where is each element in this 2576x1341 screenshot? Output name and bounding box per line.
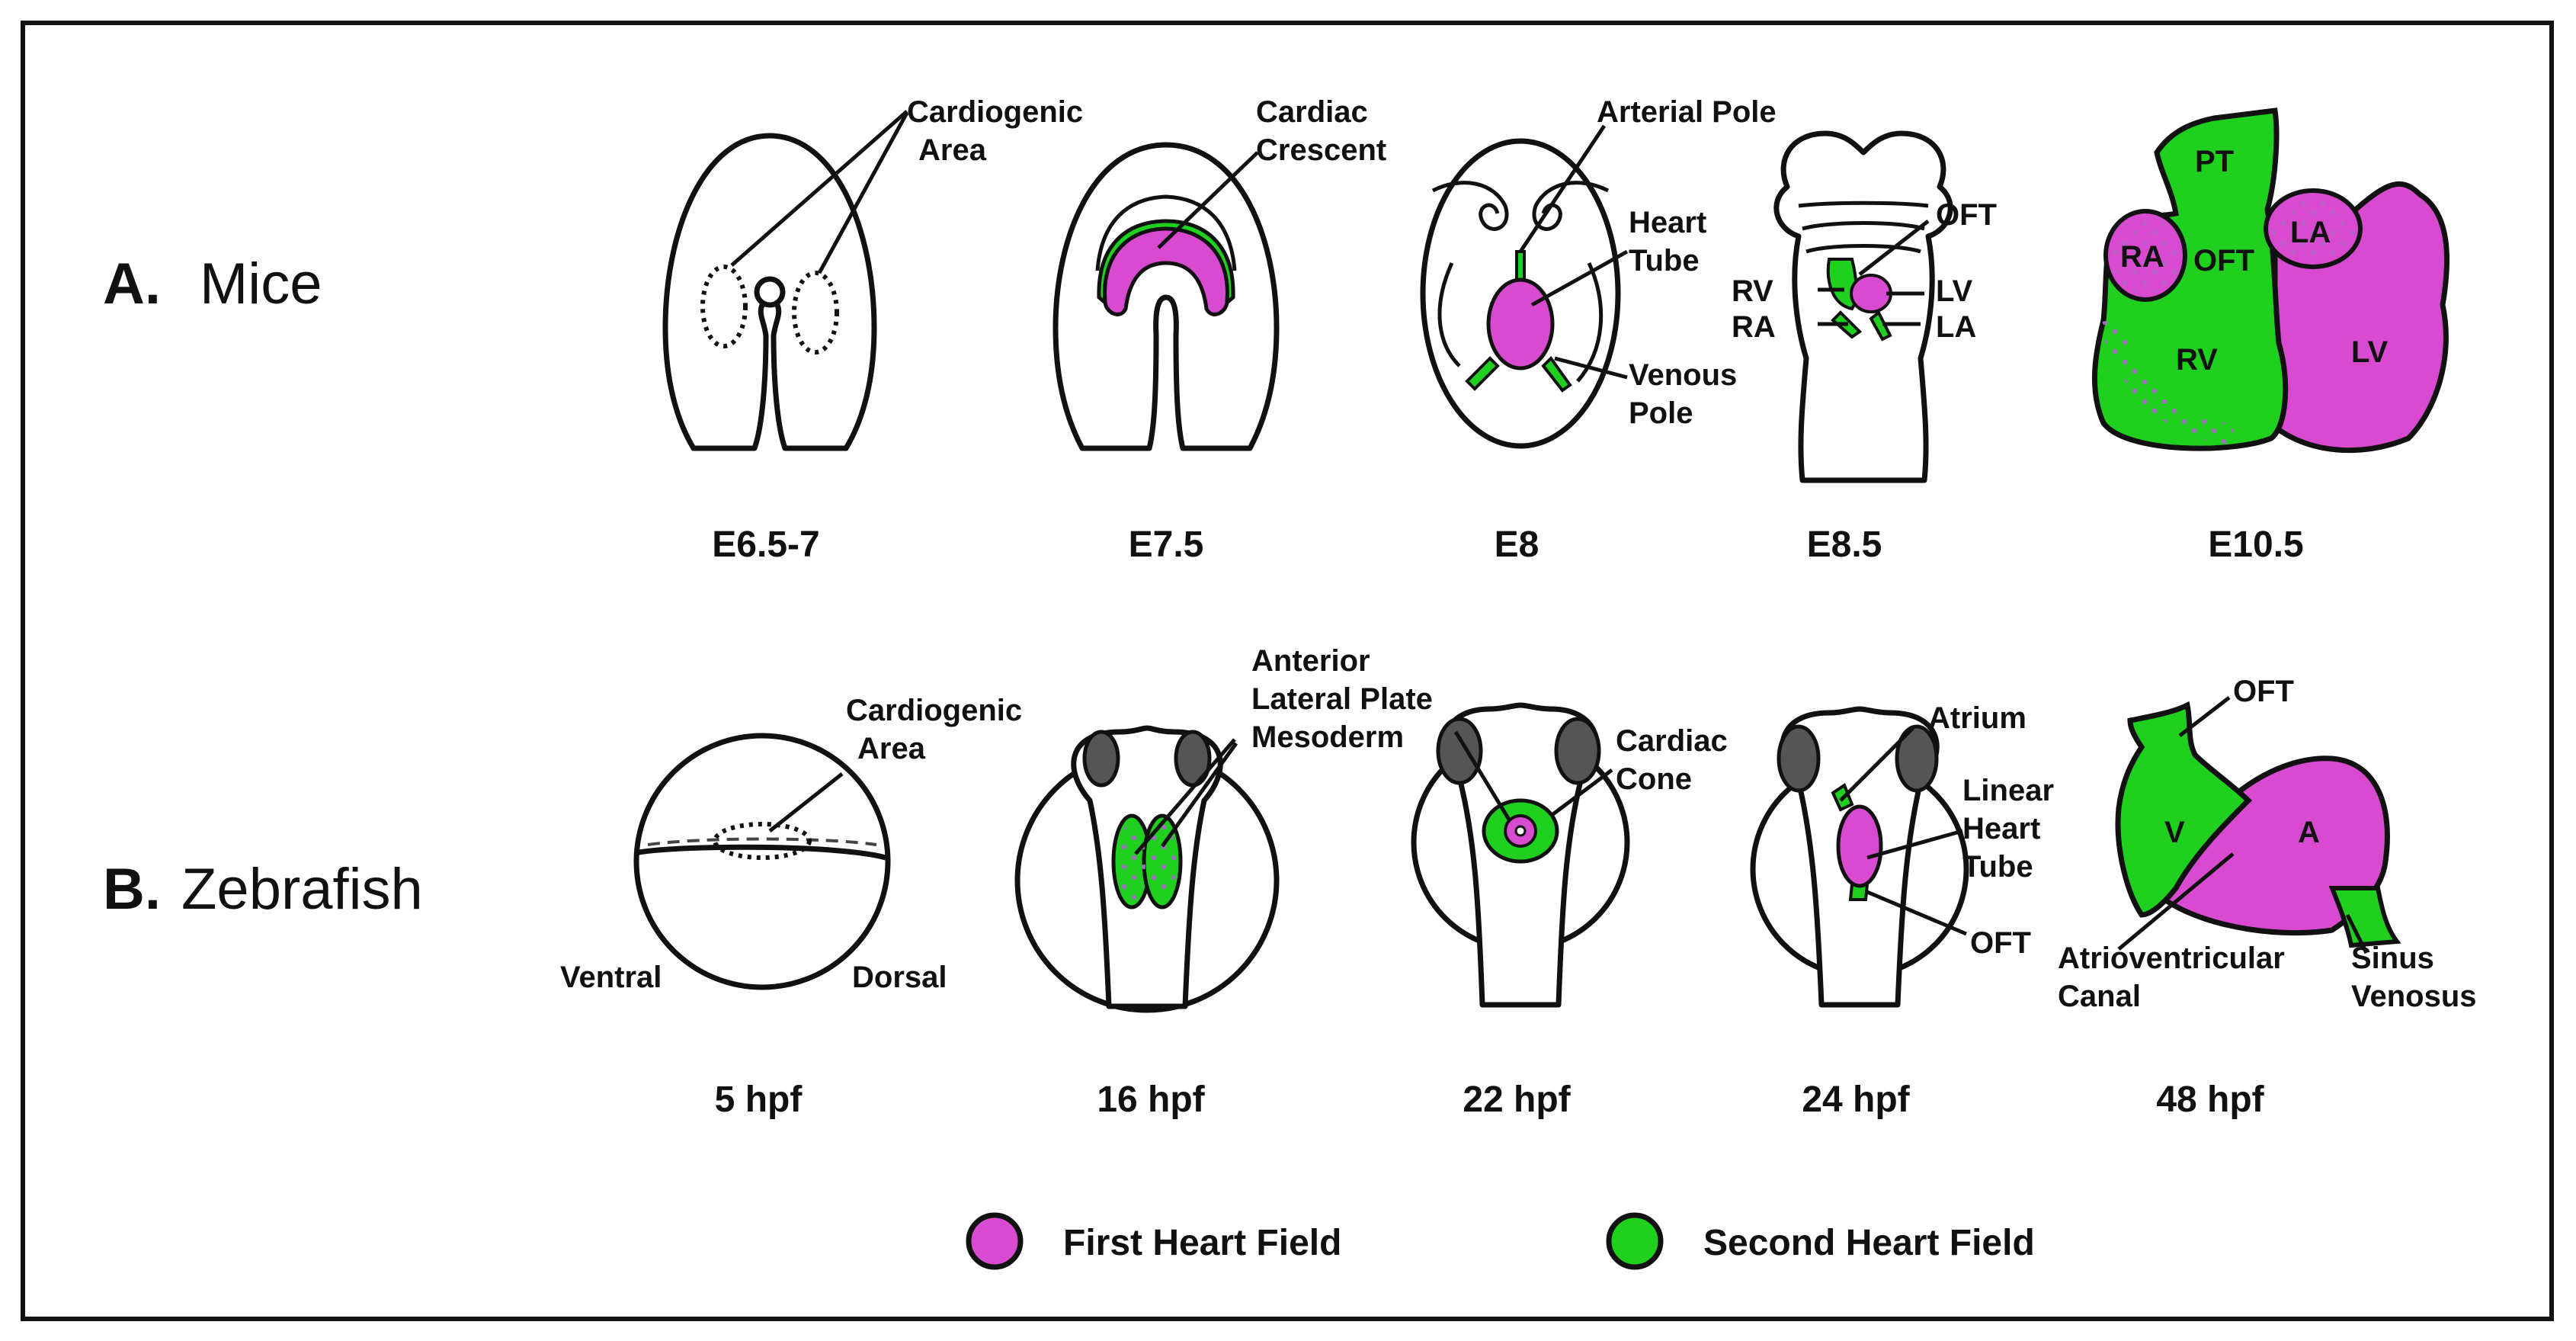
svg-text:Mesoderm: Mesoderm [1251, 720, 1404, 754]
svg-text:LA: LA [1936, 310, 1976, 344]
svg-text:Crescent: Crescent [1256, 133, 1386, 167]
legend-label-first-heart-field: First Heart Field [1063, 1223, 1341, 1263]
stage-label: 16 hpf [1097, 1080, 1205, 1120]
svg-text:Pole: Pole [1629, 396, 1693, 430]
label-linear-heart-tube: Linear [1962, 774, 2054, 807]
mouse-heart-e10.5: PT RA OFT LA RV LV [2091, 107, 2450, 454]
svg-text:Area: Area [857, 732, 926, 765]
zebrafish-stage-labels: 5 hpf 16 hpf 22 hpf 24 hpf 48 hpf [715, 1080, 2265, 1120]
label-atrium: Atrium [1928, 701, 2027, 735]
svg-text:RV: RV [1732, 274, 1773, 308]
legend: First Heart Field Second Heart Field [966, 1212, 2035, 1270]
label-oft: OFT [2233, 675, 2294, 708]
stage-label: E6.5-7 [712, 525, 819, 565]
legend-swatch-first-heart-field [966, 1212, 1024, 1270]
label-oft: OFT [1936, 198, 1997, 232]
stage-label: 22 hpf [1463, 1080, 1571, 1120]
stage-label: E7.5 [1129, 525, 1204, 565]
svg-text:A.: A. [103, 252, 161, 316]
svg-text:Heart: Heart [1962, 812, 2040, 845]
svg-text:RA: RA [2120, 240, 2164, 274]
svg-text:RV: RV [2176, 343, 2218, 377]
svg-text:V: V [2164, 816, 2185, 849]
svg-text:Tube: Tube [1629, 244, 1700, 278]
label-cardiac-cone: Cardiac [1616, 724, 1728, 758]
legend-label-second-heart-field: Second Heart Field [1703, 1223, 2035, 1263]
stage-label: 5 hpf [715, 1080, 803, 1120]
zebrafish-heart-48hpf: OFT V A Atrioventricular Canal Sinus Ven… [2058, 675, 2477, 1013]
legend-swatch-second-heart-field [1606, 1212, 1664, 1270]
label-heart-tube: Heart [1629, 206, 1706, 239]
svg-text:LA: LA [2290, 216, 2331, 249]
svg-text:A: A [2298, 816, 2320, 849]
svg-text:Venosus: Venosus [2351, 980, 2477, 1013]
svg-text:Cone: Cone [1616, 762, 1692, 796]
zebrafish-16hpf: Anterior Lateral Plate Mesoderm [1014, 644, 1433, 1013]
svg-text:PT: PT [2195, 145, 2234, 178]
label-venous-pole: Venous [1629, 358, 1737, 392]
stage-label: 24 hpf [1802, 1080, 1910, 1120]
mouse-embryo-e6.5: Cardiogenic Area [662, 95, 1083, 451]
label-cardiogenic-area: Cardiogenic [907, 95, 1083, 129]
label-cardiogenic-area: Cardiogenic [846, 694, 1022, 727]
svg-text:Lateral Plate: Lateral Plate [1251, 682, 1433, 716]
label-oft: OFT [1970, 926, 2031, 960]
svg-text:Canal: Canal [2058, 980, 2141, 1013]
stage-label: E10.5 [2208, 525, 2303, 565]
label-ventral: Ventral [560, 961, 662, 994]
svg-text:Mice: Mice [200, 252, 322, 316]
label-arterial-pole: Arterial Pole [1597, 95, 1777, 129]
svg-text:Area: Area [918, 133, 987, 167]
svg-text:Tube: Tube [1962, 850, 2033, 884]
svg-text:LV: LV [1936, 274, 1972, 308]
zebrafish-24hpf: Atrium Linear Heart Tube OFT [1750, 701, 2054, 1008]
svg-text:B.: B. [103, 857, 161, 922]
mice-stage-labels: E6.5-7 E7.5 E8 E8.5 E10.5 [712, 525, 2303, 565]
zebrafish-5hpf: Cardiogenic Area Ventral Dorsal [560, 694, 1022, 994]
svg-text:Zebrafish: Zebrafish [181, 857, 423, 922]
label-cardiac-crescent: Cardiac [1256, 95, 1368, 129]
zebrafish-22hpf: Cardiac Cone [1411, 702, 1728, 1008]
label-atrioventricular-canal: Atrioventricular [2058, 942, 2285, 975]
stage-label: 48 hpf [2156, 1080, 2264, 1120]
row-label-zebrafish: B. Zebrafish [103, 857, 423, 922]
label-alpm: Anterior [1251, 644, 1370, 678]
label-sinus-venosus: Sinus [2351, 942, 2434, 975]
svg-text:RA: RA [1732, 310, 1776, 344]
stage-label: E8 [1495, 525, 1540, 565]
mouse-embryo-e8: Arterial Pole Heart Tube Venous Pole [1420, 95, 1777, 449]
svg-text:OFT: OFT [2193, 244, 2254, 278]
row-label-mice: A. Mice [103, 252, 322, 316]
svg-text:LV: LV [2351, 335, 2388, 369]
label-dorsal: Dorsal [852, 961, 947, 994]
mouse-embryo-e8.5: OFT RV LV RA LA [1732, 130, 1997, 483]
mouse-embryo-e7.5: Cardiac Crescent [1053, 95, 1386, 451]
stage-label: E8.5 [1807, 525, 1882, 565]
